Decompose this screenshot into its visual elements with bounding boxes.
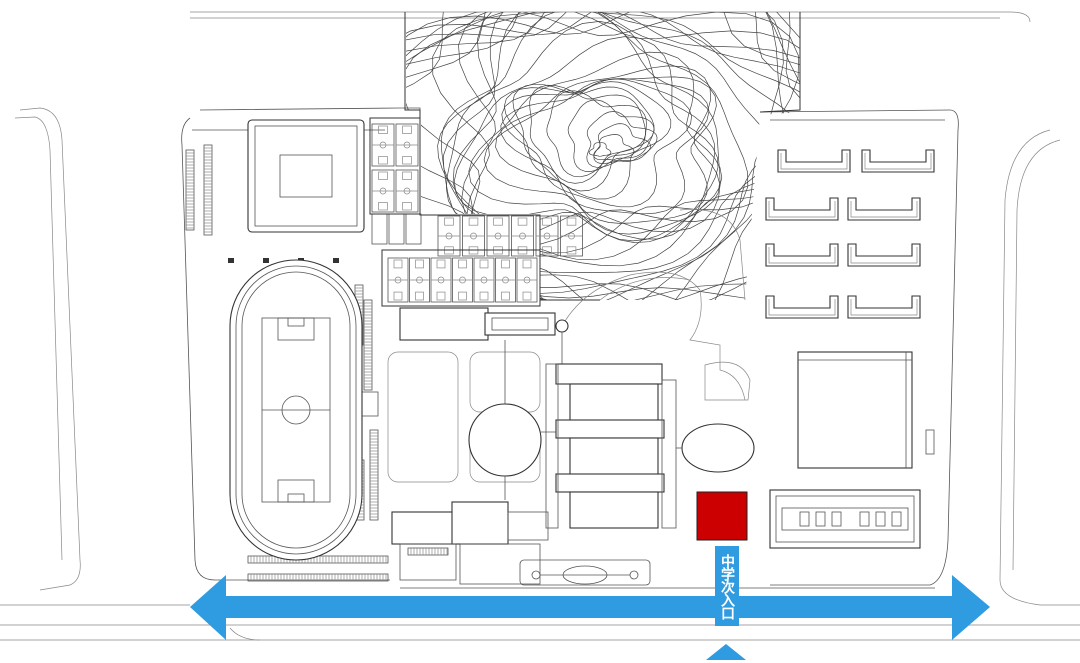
context-roads [0,11,1080,641]
entrance-highlight-block [696,491,748,541]
double-headed-arrow-icon [190,575,990,640]
pool-building [769,489,921,549]
entrance-label: 中学次入口 [715,546,739,626]
running-track [229,259,363,561]
teaching-buildings [391,307,755,586]
bleachers [185,144,449,582]
sports-hall [797,351,935,469]
dormitories [765,149,935,319]
square-field [247,119,365,233]
sports-courts [369,117,583,307]
triangle-up-icon [706,644,746,660]
hill-contours [404,12,801,301]
